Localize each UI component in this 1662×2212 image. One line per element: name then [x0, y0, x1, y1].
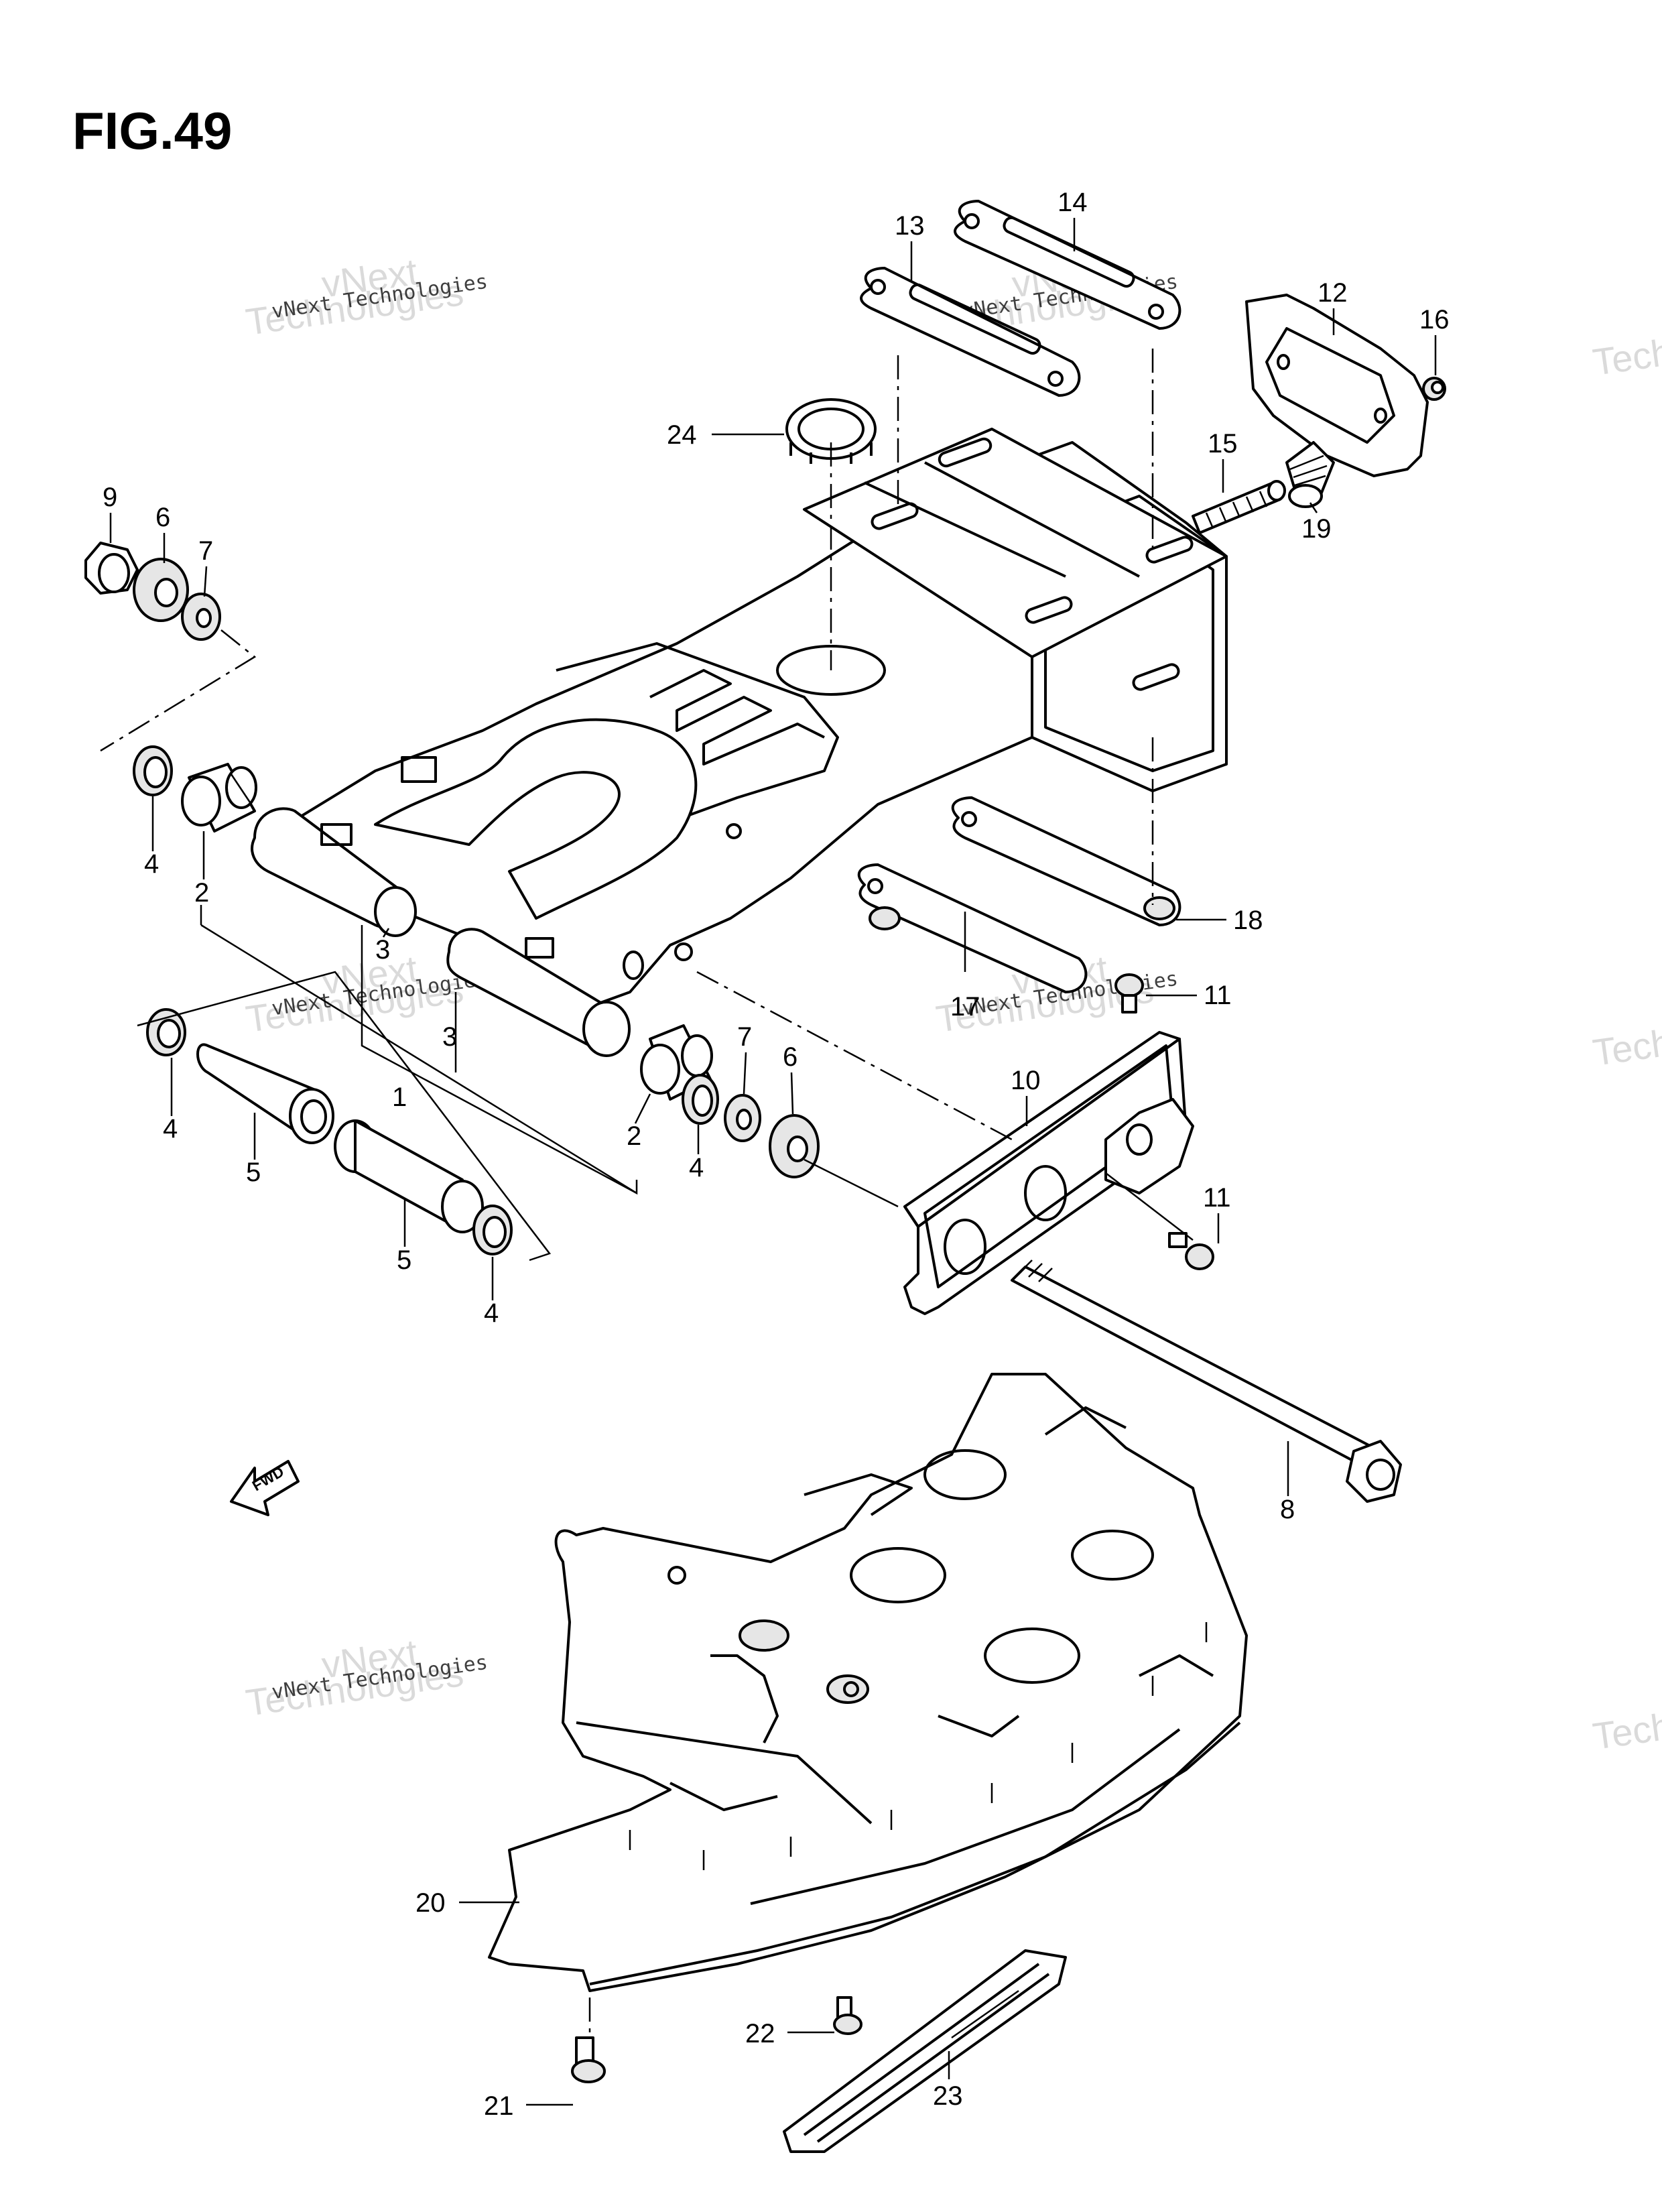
callout-label: 3: [375, 935, 390, 965]
part-13-plate: [860, 267, 1081, 397]
callout-label: 13: [895, 211, 925, 241]
callout-label: 11: [1204, 981, 1232, 1010]
callout-label: 11: [1203, 1183, 1231, 1213]
callout-label: 4: [163, 1114, 178, 1144]
callout-label: 19: [1301, 514, 1332, 544]
callout-label: 20: [416, 1888, 446, 1918]
callout-label: 5: [246, 1158, 261, 1187]
part-5-collar: [196, 1043, 334, 1144]
callout-label: 5: [397, 1245, 411, 1275]
part-6-washer: [133, 558, 189, 622]
callout-label: 21: [484, 2091, 514, 2121]
part-15-bolt: [1192, 480, 1286, 534]
fwd-arrow-icon: FWD: [230, 1460, 300, 1516]
callout-label: 7: [198, 536, 213, 566]
callouts: 9 6 7 4 2 3 1 3 4 5 5 4 2 4 7 6 24 13 14: [103, 188, 1450, 2121]
callout-label: 23: [933, 2081, 963, 2111]
watermark-large: Technologies: [1590, 1001, 1662, 1074]
callout-label: 4: [689, 1153, 704, 1182]
part-17-plate: [857, 863, 1088, 993]
watermark-large: Technologies: [1590, 311, 1662, 383]
callout-label: 18: [1233, 906, 1263, 935]
callout-label: 15: [1208, 429, 1238, 458]
part-11-bolt: [1114, 973, 1144, 1013]
callout-label: 14: [1058, 188, 1088, 217]
callout-label: 4: [144, 849, 159, 879]
part-18-plate: [951, 796, 1181, 926]
assembly-lines: [100, 349, 1194, 2038]
part-7-washer: [181, 593, 221, 641]
callout-label: 6: [783, 1042, 797, 1072]
part-20-clamp-bracket: [488, 1373, 1248, 1992]
part-14-plate: [954, 200, 1181, 330]
part-7-washer: [724, 1094, 761, 1142]
callout-label: 2: [627, 1121, 641, 1151]
callout-label: 16: [1419, 305, 1450, 334]
part-24-grommet: [785, 398, 877, 464]
callout-label: 7: [737, 1022, 752, 1052]
callout-label: 17: [950, 992, 980, 1022]
callout-label: 8: [1280, 1495, 1295, 1524]
part-16-nut: [1422, 377, 1446, 401]
part-6-washer: [769, 1114, 820, 1178]
part-9-nut: [84, 542, 139, 595]
swing-arm: [251, 428, 1228, 1057]
part-10-bracket: [903, 1031, 1194, 1315]
callout-label: 9: [103, 483, 117, 512]
part-11-bolt: [1168, 1232, 1214, 1270]
part-4-seal: [682, 1074, 719, 1125]
part-8-bolt: [1011, 1259, 1402, 1503]
part-4-seal: [133, 745, 173, 796]
callout-label: 12: [1318, 278, 1348, 308]
part-23-plate: [783, 1949, 1067, 2153]
callout-label: 4: [484, 1298, 499, 1328]
callout-label: 2: [194, 878, 209, 908]
callout-label: 10: [1011, 1066, 1041, 1095]
part-22-screw: [833, 1996, 862, 2035]
callout-label: 3: [442, 1022, 457, 1052]
part-21-screw: [571, 2036, 606, 2083]
part-5-collar: [334, 1119, 484, 1233]
part-2-bushing: [181, 763, 257, 833]
part-4-seal: [146, 1008, 186, 1056]
callout-label: 22: [745, 2019, 775, 2048]
figure-title: FIG.49: [72, 101, 232, 160]
callout-label: 6: [155, 503, 170, 532]
part-4-seal: [472, 1205, 513, 1255]
part-12-pad: [1245, 294, 1429, 477]
part-19-bumper: [1285, 441, 1335, 508]
callout-label: 24: [667, 420, 697, 450]
watermark-large: Technologies: [1590, 1685, 1662, 1758]
callout-label: 1: [392, 1083, 407, 1112]
